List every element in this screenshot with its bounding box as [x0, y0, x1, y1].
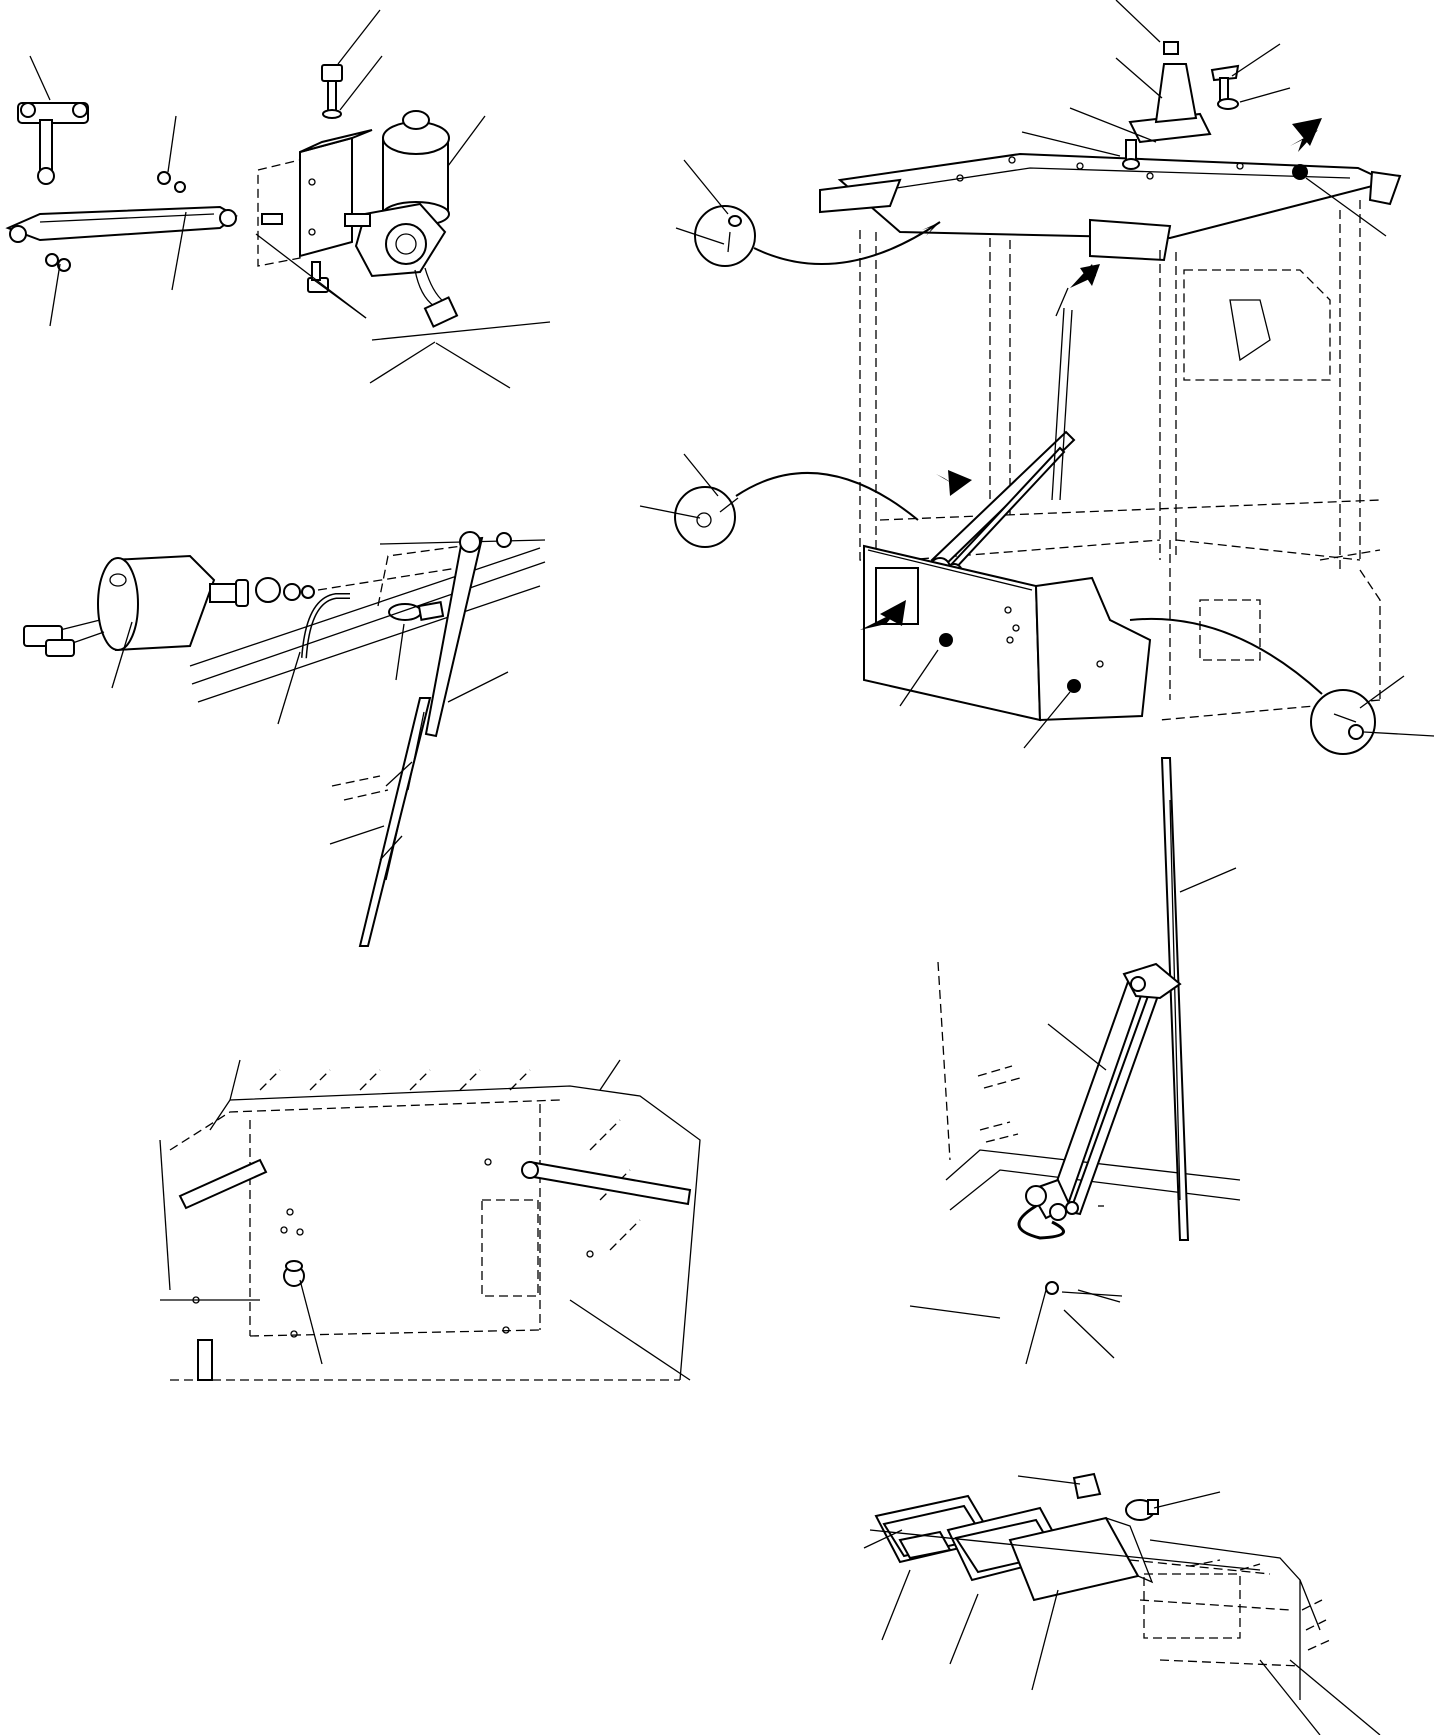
- front-wiper-arm: [929, 287, 1076, 581]
- cab-roof: [819, 152, 1402, 262]
- lamp-nut: [1072, 1472, 1102, 1500]
- roof-panel-interior-view: [159, 1059, 701, 1381]
- front-wiper-motor-linkage-view: [5, 9, 551, 389]
- lamp-housing: [1008, 1516, 1154, 1602]
- cab-overview-view: [639, 0, 1435, 755]
- work-lamp-view: [863, 1472, 1381, 1735]
- access-cover: [481, 1199, 539, 1297]
- mounting-bolt: [321, 64, 343, 119]
- washer: [45, 253, 59, 267]
- detail-callout: [1310, 689, 1376, 755]
- spindle-nut: [1045, 1201, 1104, 1295]
- mounting-bolt: [261, 213, 329, 293]
- washer: [174, 181, 186, 193]
- wiper-arm-assembly-view: [909, 757, 1241, 1365]
- rear-wiper-arm: [424, 531, 512, 738]
- wiper-arm: [1025, 962, 1182, 1220]
- wiper-arm-rod: [178, 1158, 692, 1210]
- rear-wiper-blade: [358, 697, 432, 947]
- rear-wiper-motor: [23, 554, 315, 657]
- link-arm: [5, 205, 238, 243]
- bolt: [1210, 64, 1240, 110]
- rear-wiper-motor-view: [23, 531, 546, 947]
- wiper-motor: [344, 110, 459, 328]
- nut: [157, 171, 171, 185]
- washer-nozzle: [388, 601, 445, 621]
- detail-callout: [674, 486, 736, 548]
- wiper-blade: [1160, 757, 1190, 1241]
- washer-jet: [283, 1260, 305, 1287]
- beacon-mount: [1122, 41, 1212, 170]
- front-lower-panel: [863, 544, 1152, 722]
- motor-bracket: [257, 129, 373, 267]
- detail-callout: [694, 205, 756, 267]
- pivot-bracket: [17, 102, 89, 185]
- lamp-bulb: [1125, 1499, 1159, 1521]
- nut: [57, 258, 71, 272]
